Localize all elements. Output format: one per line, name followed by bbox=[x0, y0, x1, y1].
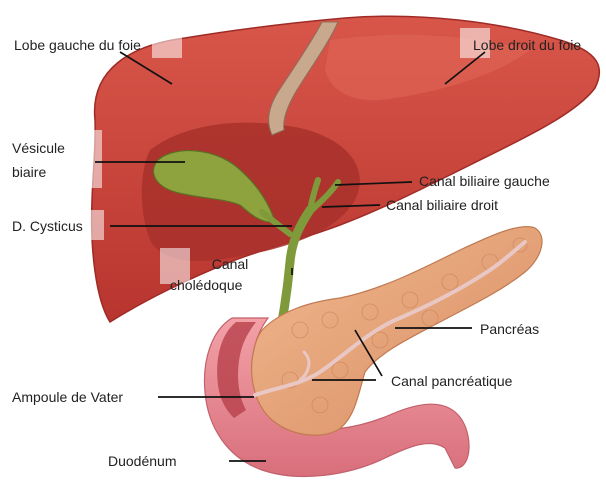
label-pancreas: Pancréas bbox=[480, 320, 539, 338]
label-canal-pancreatique: Canal pancréatique bbox=[391, 372, 512, 390]
label-duodenum: Duodénum bbox=[108, 452, 177, 470]
label-d-cysticus: D. Cysticus bbox=[12, 217, 83, 235]
label-ampoule-de-vater: Ampoule de Vater bbox=[12, 388, 123, 406]
label-vesicule-line2: biaire bbox=[12, 163, 46, 181]
label-lobe-gauche: Lobe gauche du foie bbox=[14, 36, 141, 54]
label-canal-choledoque-line2: cholédoque bbox=[170, 276, 242, 294]
label-canal-biliaire-gauche: Canal biliaire gauche bbox=[419, 172, 550, 190]
label-lobe-droit: Lobe droit du foie bbox=[473, 36, 581, 54]
label-vesicule-line1: Vésicule bbox=[12, 139, 65, 157]
label-canal-choledoque-line1: Canal bbox=[207, 255, 253, 273]
label-canal-biliaire-droit: Canal biliaire droit bbox=[386, 196, 498, 214]
